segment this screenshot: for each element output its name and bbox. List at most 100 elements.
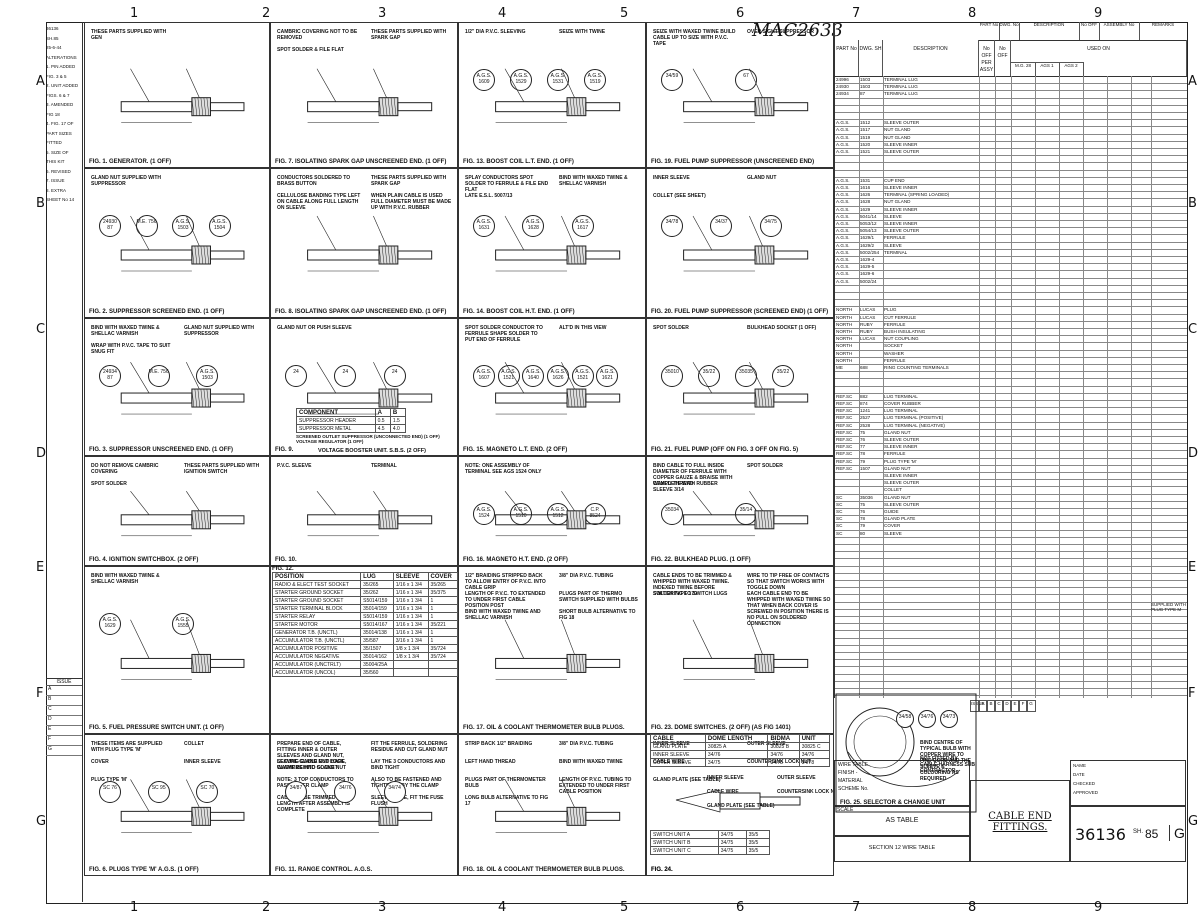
column-rule [1131, 335, 1132, 343]
column-rule [859, 155, 860, 163]
column-rule [1035, 256, 1036, 264]
column-rule [1131, 284, 1132, 292]
revision-line: PART SIZES [46, 130, 72, 136]
column-rule [1035, 378, 1036, 386]
parts-cell: LUCAS [860, 307, 876, 313]
column-rule [979, 608, 980, 616]
column-rule [1083, 695, 1084, 698]
sketch-fig22-hatch [760, 510, 764, 529]
column-rule [1059, 220, 1060, 228]
grid-number: 6 [736, 6, 745, 21]
column-rule [859, 659, 860, 667]
figure-note: WRAP WITH P.V.C. TAPE TO SUIT SNUG FIT [91, 343, 171, 355]
column-rule [995, 90, 996, 98]
column-rule [979, 436, 980, 444]
column-rule [995, 522, 996, 530]
sketch-fig4-hatch [191, 510, 195, 529]
column-rule [1083, 623, 1084, 631]
column-rule [1151, 119, 1152, 127]
sketch-fig10-hatch [381, 510, 385, 529]
column-rule [1131, 472, 1132, 480]
column-rule [1059, 558, 1060, 566]
column-rule [1011, 392, 1012, 400]
column-rule [1131, 630, 1132, 638]
callout-bubble: M.E. 756 [135, 215, 158, 237]
column-rule [1035, 587, 1036, 595]
column-rule [1011, 594, 1012, 602]
column-rule [1131, 414, 1132, 422]
column-rule [1083, 90, 1084, 98]
parts-cell: REF.SC [836, 429, 853, 435]
sketch-fig22-terminal [773, 515, 809, 525]
handwritten-reference: MAC2633 [752, 20, 844, 41]
callout-bubble: A.G.S. 1609 [473, 69, 495, 91]
column-rule [979, 644, 980, 652]
figure-caption: FIG. 21. FUEL PUMP (OFF ON FIG. 3 OFF ON… [651, 447, 799, 453]
grid-number: 2 [262, 6, 271, 21]
column-rule [1131, 328, 1132, 336]
grid-number: 8 [968, 6, 977, 21]
figure-note: GLAND PLATE (SEE TABLE) [653, 777, 721, 783]
figure-note: LENGTH OF P.V.C. TUBING TO EXTENDED TO U… [559, 777, 632, 795]
table-cell: 34/78 [798, 758, 831, 767]
column-rule [995, 587, 996, 595]
sketch-fig7-leader [373, 68, 387, 98]
column-rule [979, 263, 980, 271]
column-rule [1107, 112, 1108, 120]
sketch-fig13-leader [561, 68, 575, 98]
column-rule [979, 169, 980, 177]
column-rule [979, 457, 980, 465]
parts-cell: SC [836, 530, 843, 536]
parts-cell: 78 [860, 451, 866, 457]
callout-bubble: 67 [735, 69, 757, 91]
figure-note: SPOT SOLDER [91, 481, 127, 487]
sketch-fig9-terminal [397, 393, 433, 403]
column-rule [1151, 328, 1152, 336]
column-rule [1131, 364, 1132, 372]
parts-cell: COLLET [884, 487, 902, 493]
column-rule [859, 673, 860, 681]
column-rule [995, 385, 996, 393]
sketch-fig8-leader [316, 215, 337, 251]
column-rule [1083, 299, 1084, 307]
grid-letter: G [36, 814, 47, 829]
column-rule [1059, 421, 1060, 429]
column-rule [1059, 328, 1060, 336]
column-rule [1035, 421, 1036, 429]
column-rule [1083, 544, 1084, 552]
sketch-fig20-hatch [760, 245, 764, 265]
column-rule [1011, 126, 1012, 134]
parts-header: DESCRIPTION [883, 40, 979, 76]
grid-letter: A [36, 74, 45, 89]
column-rule [1151, 198, 1152, 206]
column-rule [995, 428, 996, 436]
column-rule [979, 515, 980, 523]
fig24-body [719, 792, 761, 810]
column-rule [1083, 414, 1084, 422]
column-rule [979, 148, 980, 156]
column-rule [1035, 227, 1036, 235]
column-rule [859, 241, 860, 249]
table-row: ACCUMULATOR (UNCOL)35/560 [271, 668, 459, 677]
parts-cell: SOCKET [884, 343, 903, 349]
column-rule [1059, 551, 1060, 559]
column-rule [1035, 630, 1036, 638]
sketch-fig11-leader [373, 779, 387, 808]
grid-letter: E [36, 560, 45, 575]
scale-label: SCALE [837, 807, 854, 813]
sketch-fig13-terminal [585, 102, 621, 112]
column-rule [1011, 450, 1012, 458]
column-rule [1131, 241, 1132, 249]
sketch-fig1-hatch [200, 97, 204, 116]
callout-bubble: 34/37 [710, 215, 733, 237]
selector-unit-inner [853, 715, 907, 769]
column-rule [1035, 284, 1036, 292]
figure-note: STRIP BACK 1/2" BRAIDING [465, 741, 533, 747]
figure-note: OUTER SLEEVE [777, 775, 816, 781]
sketch-fig1-leader [130, 68, 150, 102]
column-rule [1131, 486, 1132, 494]
parts-cell: 1629-6 [860, 271, 875, 277]
